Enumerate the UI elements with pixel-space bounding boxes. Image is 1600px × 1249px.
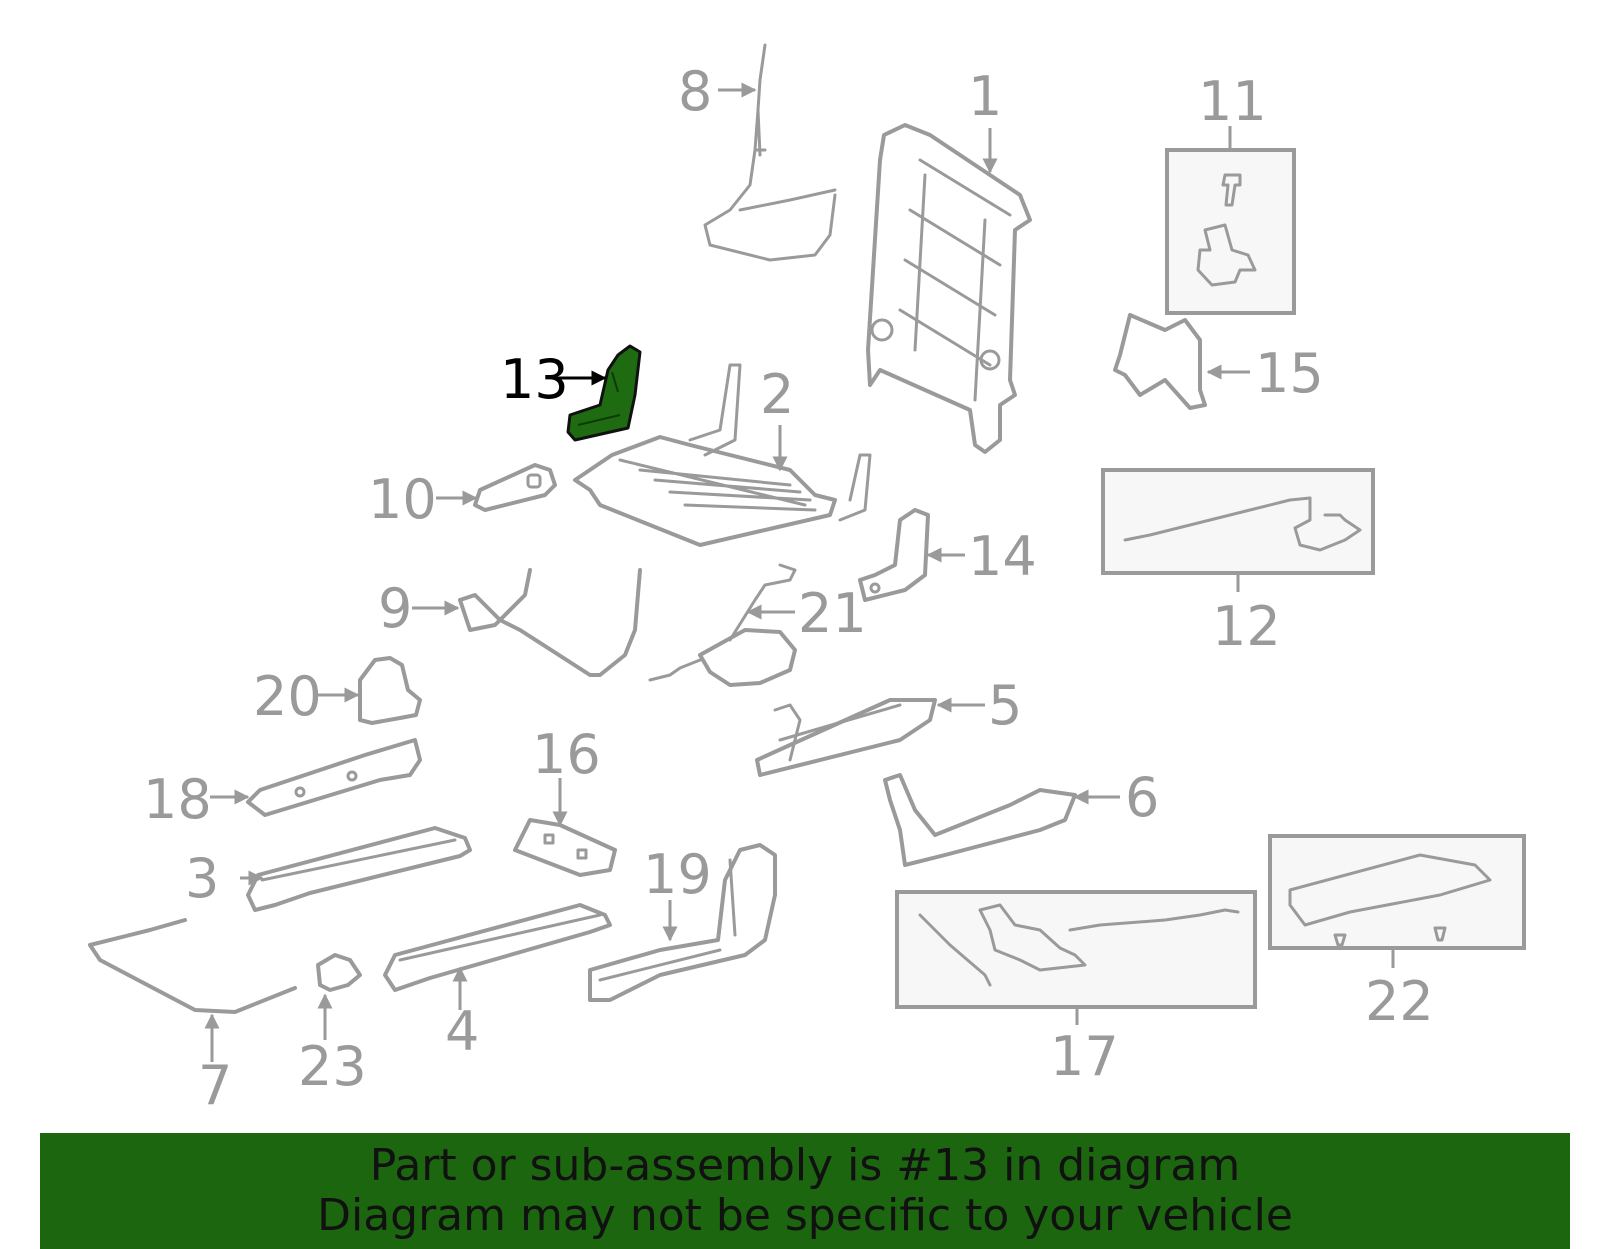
callout-9[interactable]: 9 bbox=[378, 577, 412, 640]
callout-16[interactable]: 16 bbox=[532, 723, 601, 786]
callout-numbers: 1 2 3 4 5 6 7 8 9 10 11 12 13 14 15 16 1… bbox=[143, 60, 1434, 1117]
callout-13[interactable]: 13 bbox=[500, 348, 569, 411]
part-3-rail[interactable] bbox=[246, 826, 472, 912]
banner-line-2: Diagram may not be specific to your vehi… bbox=[317, 1190, 1293, 1241]
callout-3[interactable]: 3 bbox=[185, 847, 219, 910]
callout-20[interactable]: 20 bbox=[253, 665, 322, 728]
callout-12[interactable]: 12 bbox=[1212, 595, 1281, 658]
callout-4[interactable]: 4 bbox=[445, 1000, 479, 1063]
part-2-cushion-frame[interactable] bbox=[573, 363, 872, 547]
callout-7[interactable]: 7 bbox=[198, 1054, 232, 1117]
part-8-cable[interactable] bbox=[703, 43, 837, 262]
callout-5[interactable]: 5 bbox=[988, 674, 1022, 737]
callout-14[interactable]: 14 bbox=[968, 525, 1037, 588]
part-15-bracket[interactable] bbox=[1113, 313, 1207, 410]
callout-21[interactable]: 21 bbox=[798, 582, 867, 645]
callout-1[interactable]: 1 bbox=[968, 65, 1002, 128]
part-5-cover[interactable] bbox=[755, 698, 937, 777]
callout-22[interactable]: 22 bbox=[1365, 970, 1434, 1033]
part-22-box[interactable] bbox=[1268, 834, 1526, 950]
part-17-box[interactable] bbox=[895, 890, 1257, 1009]
callout-18[interactable]: 18 bbox=[143, 768, 212, 831]
part-19-cover[interactable] bbox=[588, 843, 777, 1002]
callout-10[interactable]: 10 bbox=[368, 468, 437, 531]
part-4-rail[interactable] bbox=[383, 903, 612, 992]
part-13-highlighted[interactable] bbox=[566, 344, 642, 442]
callout-8[interactable]: 8 bbox=[678, 60, 712, 123]
banner-line-1: Part or sub-assembly is #13 in diagram bbox=[369, 1140, 1241, 1191]
callout-6[interactable]: 6 bbox=[1125, 766, 1159, 829]
part-9-wire[interactable] bbox=[458, 568, 642, 677]
callout-11[interactable]: 11 bbox=[1198, 70, 1267, 133]
part-23-clip[interactable] bbox=[316, 953, 362, 992]
part-7-wire[interactable] bbox=[88, 918, 297, 1014]
part-12-box[interactable] bbox=[1101, 468, 1375, 575]
info-banner: Part or sub-assembly is #13 in diagram D… bbox=[40, 1133, 1570, 1249]
part-1-seatback-frame[interactable] bbox=[866, 123, 1032, 454]
part-18-cover[interactable] bbox=[246, 738, 422, 817]
part-14-bracket[interactable] bbox=[858, 508, 930, 602]
callout-23[interactable]: 23 bbox=[298, 1035, 367, 1098]
callout-15[interactable]: 15 bbox=[1255, 342, 1324, 405]
callout-17[interactable]: 17 bbox=[1050, 1025, 1119, 1088]
part-10-cover[interactable] bbox=[473, 463, 557, 512]
part-20-cap[interactable] bbox=[358, 656, 422, 725]
part-6-cover[interactable] bbox=[883, 773, 1077, 867]
callout-2[interactable]: 2 bbox=[760, 363, 794, 426]
callout-leaders bbox=[204, 82, 1395, 1062]
part-16-pad[interactable] bbox=[513, 818, 617, 877]
part-11-box[interactable] bbox=[1165, 148, 1296, 315]
callout-19[interactable]: 19 bbox=[643, 843, 712, 906]
part-21-handle[interactable] bbox=[648, 563, 797, 687]
